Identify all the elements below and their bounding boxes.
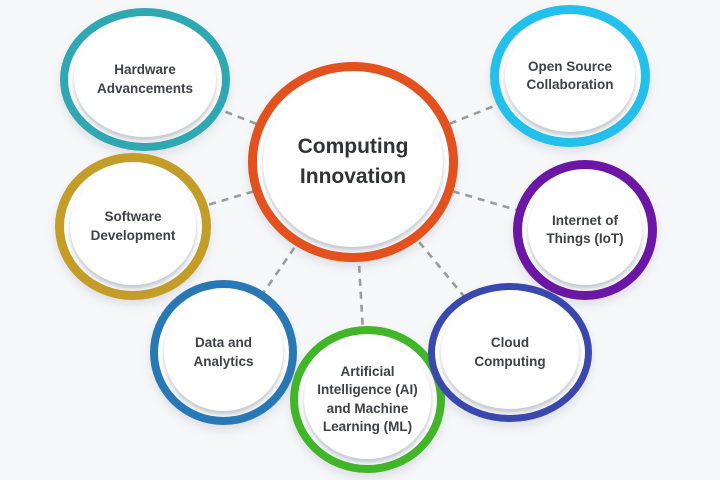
node-hardware-advancements: Hardware Advancements [60,8,230,151]
node-ai-and-ml: Artificial Intelligence (AI) and Machine… [290,326,445,473]
node-data-and-analytics-label: Data and Analytics [193,335,254,369]
node-ai-and-ml-label: Artificial Intelligence (AI) and Machine… [317,364,418,434]
node-hardware-advancements-label: Hardware Advancements [96,62,194,96]
node-computing-innovation-label: Computing Innovation [297,134,409,188]
node-software-development: Software Development [55,153,211,300]
node-hardware-advancements-disc: Hardware Advancements [74,22,216,137]
node-ai-and-ml-disc: Artificial Intelligence (AI) and Machine… [304,340,431,459]
node-internet-of-things-disc: Internet of Things (IoT) [528,175,642,285]
node-cloud-computing-disc: Cloud Computing [441,296,579,409]
node-software-development-label: Software Development [90,209,176,243]
node-computing-innovation-disc: Computing Innovation [263,77,443,247]
node-cloud-computing-label: Cloud Computing [474,335,546,369]
node-internet-of-things: Internet of Things (IoT) [513,160,657,300]
node-data-and-analytics: Data and Analytics [150,280,297,425]
node-internet-of-things-label: Internet of Things (IoT) [546,212,624,246]
node-open-source-collaboration-label: Open Source Collaboration [526,58,614,92]
node-data-and-analytics-disc: Data and Analytics [164,294,283,411]
node-cloud-computing: Cloud Computing [428,283,592,422]
node-computing-innovation: Computing Innovation [248,62,458,262]
node-software-development-disc: Software Development [70,168,196,285]
node-open-source-collaboration-disc: Open Source Collaboration [505,20,635,132]
node-open-source-collaboration: Open Source Collaboration [490,5,650,147]
